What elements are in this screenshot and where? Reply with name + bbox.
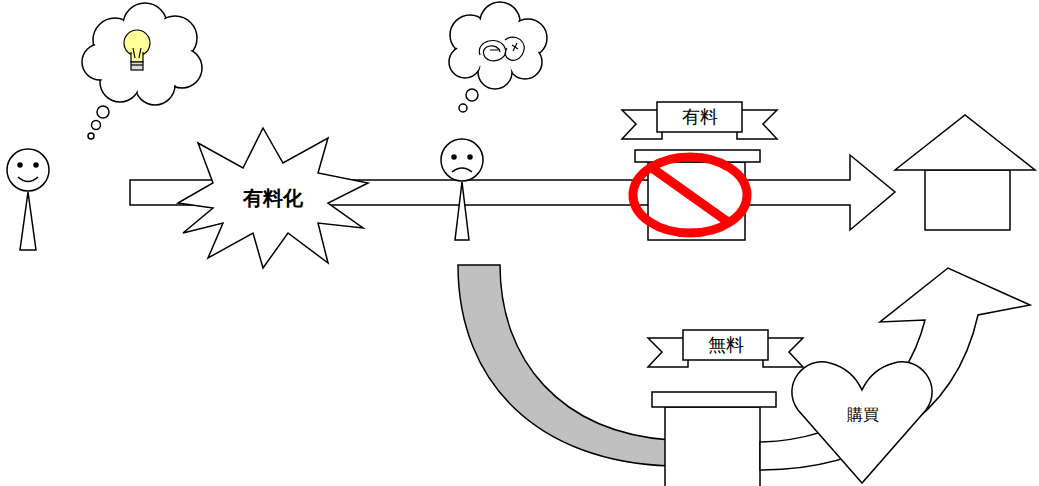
detour-arrow [458, 265, 670, 466]
banner: 有料 [622, 102, 777, 140]
lightbulb [124, 30, 150, 70]
thought-bubble [449, 2, 547, 112]
heart: 購買 [790, 355, 935, 485]
prohibition-sign [633, 157, 747, 233]
happy-figure [7, 149, 49, 250]
house [895, 115, 1035, 230]
node-label: 有料 [657, 102, 742, 132]
node-label: 無料 [683, 330, 768, 360]
node-label: 購買 [820, 395, 905, 435]
free-pedestal [652, 392, 776, 486]
thought-bubble [82, 3, 202, 139]
starburst: 有料化 [178, 128, 368, 268]
node-label: 有料化 [218, 173, 328, 223]
worry-scribble [479, 37, 524, 61]
banner: 無料 [648, 330, 803, 368]
sad-figure [441, 139, 483, 240]
